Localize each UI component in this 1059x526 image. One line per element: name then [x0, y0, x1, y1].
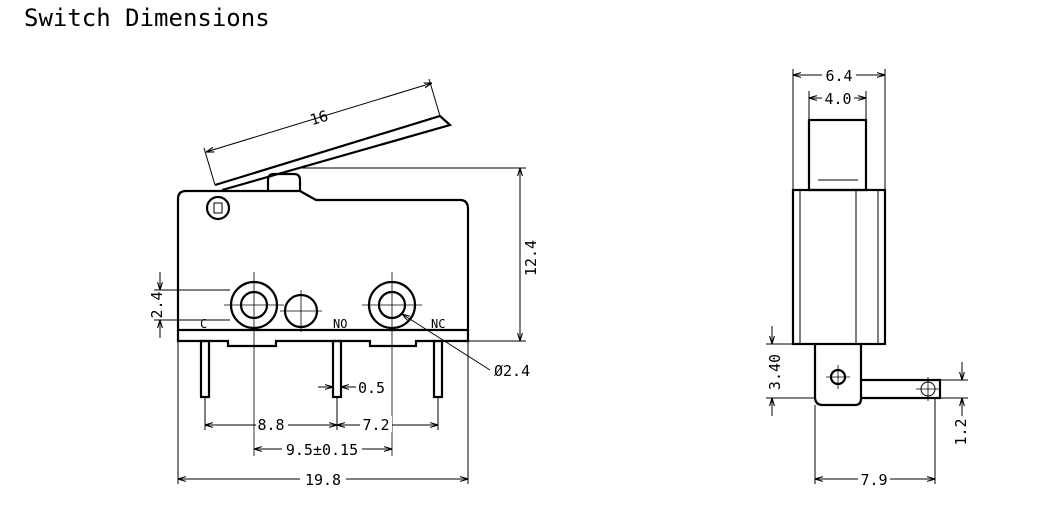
dim-hole-spacing: 9.5±0.15 — [286, 441, 358, 459]
pivot-pin — [213, 202, 223, 214]
terminal-pin-no — [331, 339, 343, 399]
front-view: C NO NC 16 12.4 2.4 Ø2.4 0.5 8.8 — [148, 78, 540, 489]
dim-height: 12.4 — [522, 240, 540, 276]
switch-body — [176, 189, 470, 332]
page-title: Switch Dimensions — [24, 4, 270, 32]
side-terminal — [813, 344, 863, 407]
terminal-bosses — [176, 330, 470, 348]
pivot-hole — [205, 195, 231, 221]
terminal-label-nc: NC — [431, 317, 445, 331]
dim-body-length: 19.8 — [305, 471, 341, 489]
dim-pin-offset: 2.4 — [148, 291, 166, 318]
dim-terminal-height: 3.40 — [766, 354, 784, 390]
dim-lever-length: 16 — [308, 107, 331, 129]
dim-no-to-nc: 7.2 — [362, 416, 389, 434]
lever-arm — [214, 114, 453, 192]
dim-plunger-width: 4.0 — [824, 90, 851, 108]
dim-terminal-reach: 7.9 — [860, 471, 887, 489]
terminal-pin-nc — [432, 339, 444, 399]
dim-terminal-thickness: 1.2 — [952, 418, 970, 445]
terminal-pin-c — [199, 339, 211, 399]
terminal-label-c: C — [200, 317, 207, 331]
dim-hole-diameter: Ø2.4 — [494, 362, 530, 380]
dim-pin-width: 0.5 — [358, 379, 385, 397]
dim-overall-width: 6.4 — [825, 67, 852, 85]
side-body — [791, 188, 887, 346]
side-view: 6.4 4.0 3.40 1.2 7.9 — [766, 66, 970, 489]
terminal-label-no: NO — [333, 317, 347, 331]
dim-c-to-no: 8.8 — [257, 416, 284, 434]
